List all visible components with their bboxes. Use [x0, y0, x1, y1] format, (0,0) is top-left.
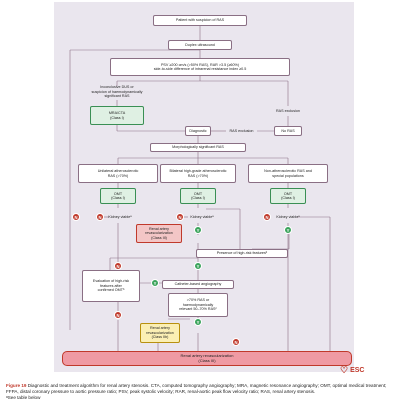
revascularization-red-box: Renal artery revascularization (Class II… [136, 224, 182, 243]
inconclusive-dus-box: Inconclusive DUS or suspicion of haemody… [91, 85, 143, 99]
ras-exclusion-right-box: RAS exclusion [276, 108, 300, 113]
yes-marker: Y [151, 279, 159, 287]
kidney-viable-mid-box: Kidney viableᵃ [190, 214, 214, 219]
no-marker: N [72, 213, 80, 221]
no-marker: N [232, 338, 240, 346]
omt-right-box: OMT (Class I) [270, 188, 306, 204]
omt-mid-box: OMT (Class I) [180, 188, 216, 204]
yes-marker: Y [194, 226, 202, 234]
figure-caption: Figure 19 Diagnostic and treatment algor… [6, 383, 394, 402]
catheter-angiography-box: Catheter-based angiography [162, 280, 234, 289]
no-marker: N [96, 213, 104, 221]
kidney-viable-right-box: Kidney viableᵃ [276, 214, 300, 219]
diagnostic-box: Diagnostic [185, 126, 211, 136]
yes-marker: Y [284, 226, 292, 234]
figure-label: Figure 19 [6, 383, 27, 388]
unilateral-ras-box: Unilateral atherosclerotic RAS (>70%) [78, 164, 158, 183]
non-atherosclerotic-ras-box: Non-atherosclerotic RAS and special popu… [248, 164, 328, 183]
morph-significant-ras-box: Morphologically significant RAS [150, 143, 246, 152]
kidney-viable-left-box: Kidney viableᵃ [108, 214, 132, 219]
stenosis-threshold-box: >70% RAS or haemodynamically relevant 50… [168, 293, 228, 317]
final-revascularization-box: Renal artery revascularization (Class II… [62, 351, 352, 366]
psv-criteria-box: PSV ≥200 cm/s (>50% RAS), RAR >3.5 (≥60%… [110, 58, 290, 76]
evaluation-high-risk-box: Evaluation of high-risk features after c… [82, 270, 140, 302]
high-risk-features-box: Presence of high-risk featuresᵇ [196, 249, 288, 258]
esc-logo-text: ESC [350, 367, 365, 374]
revascularization-yellow-box: Renal artery revascularization (Class II… [140, 323, 180, 343]
duplex-ultrasound-box: Duplex ultrasound [168, 40, 232, 50]
yes-marker: Y [194, 318, 202, 326]
no-marker: N [114, 262, 122, 270]
no-marker: N [114, 311, 122, 319]
esc-logo: ♡ ESC [340, 366, 364, 375]
omt-left-box: OMT (Class I) [100, 188, 136, 204]
ras-exclusion-mid-box: RAS exclusion [229, 128, 254, 133]
mra-cta-box: MRA/CTA (Class I) [90, 106, 144, 125]
no-marker: N [176, 213, 184, 221]
heart-icon: ♡ [340, 365, 349, 375]
yes-marker: Y [194, 262, 202, 270]
bilateral-ras-box: Bilateral high-grade atherosclerotic RAS… [160, 164, 236, 183]
figure-caption-text: Diagnostic and treatment algorithm for r… [6, 383, 387, 395]
no-marker: N [263, 213, 271, 221]
patient-suspicion-box: Patient with suspicion of RAS [153, 15, 247, 26]
no-ras-box: No RAS [274, 126, 302, 136]
figure-note: ᵃSee table below [6, 395, 41, 401]
